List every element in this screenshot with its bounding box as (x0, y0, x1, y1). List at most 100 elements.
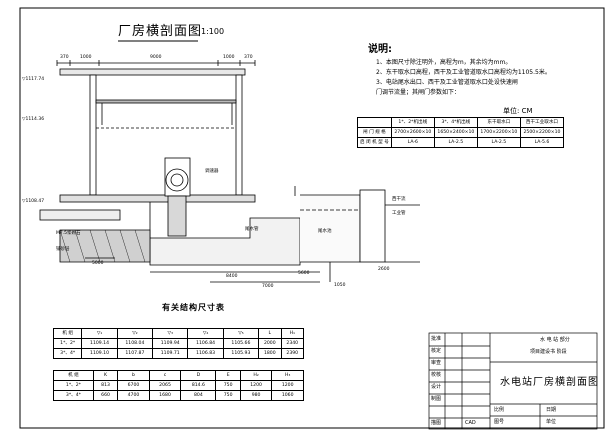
table-cell: 1200 (271, 380, 304, 391)
table-cell: 813 (92, 380, 119, 391)
structure-dimension-table-1: 机 组 ▽₁ ▽₂ ▽₃ ▽₄ ▽₅ L H₁ 1*、2* 1109.14 11… (52, 328, 305, 359)
table-cell: 1106.83 (187, 348, 224, 359)
title-block-grid (428, 332, 598, 430)
table-cell: 东干取水口 (476, 117, 521, 128)
title-block-date: 日期 (546, 407, 557, 413)
table-cell: b (117, 370, 150, 381)
table-cell: 750 (215, 380, 241, 391)
table-cell: 1*、2*机出线 (390, 117, 435, 128)
table-row: 机 组 ▽₁ ▽₂ ▽₃ ▽₄ ▽₅ L H₁ (52, 328, 305, 339)
table-cell: 1109.94 (152, 338, 189, 349)
table-cell: 3*、4* (52, 348, 83, 359)
dimension-label: 7000 (262, 284, 274, 289)
elevation-label: ▽1117.74 (22, 77, 45, 82)
component-label: M7.5浆砌石 (56, 231, 81, 236)
table-cell: ▽₂ (116, 328, 154, 339)
table-cell: LA-2.5 (433, 137, 478, 148)
structure-table-title: 有关结构尺寸表 (162, 303, 225, 312)
table-cell: E (215, 370, 241, 381)
sheet-frame (19, 7, 605, 429)
dimension-label: 5000 (92, 261, 104, 266)
dimension-label: 370 (244, 55, 253, 60)
dimension-label: 2600 (378, 267, 390, 272)
table-cell: ▽₁ (81, 328, 118, 339)
title-block-scale: 比例 (494, 407, 505, 413)
table-cell: 1106.84 (187, 338, 224, 349)
table-cell: c (148, 370, 182, 381)
table-row: 机 组 K b c D E H₂ H₃ (53, 370, 304, 381)
table-cell: 闸 门 规 格 (357, 127, 392, 138)
dimension-label: 1050 (334, 283, 346, 288)
table-cell: 1108.04 (116, 338, 154, 349)
dimension-label: 370 (60, 55, 69, 60)
table-cell: 3*、4*机出线 (433, 117, 478, 128)
table-cell: 660 (92, 390, 119, 401)
table-cell: 750 (215, 390, 241, 401)
title-block-figno: 图号 (494, 419, 505, 425)
table-cell: 机 组 (52, 328, 83, 339)
dimension-label: 5600 (298, 271, 310, 276)
title-block-label: 描图 (431, 420, 442, 426)
table-cell: K (92, 370, 119, 381)
title-block-label: 设计 (431, 384, 442, 390)
table-cell: LA-2.5 (476, 137, 521, 148)
component-label: 尾水管 (245, 227, 259, 232)
table-cell: H₂ (239, 370, 273, 381)
title-block-label: 制图 (431, 396, 442, 402)
table-cell: 启 闭 机 型 号 (357, 137, 392, 148)
component-label: 工业管 (392, 211, 406, 216)
title-block-label: 审查 (431, 360, 442, 366)
table-row: 闸 门 规 格 2700×2600×10 1650×2400×10 1700×2… (357, 127, 565, 138)
note-line: 门调节流量；其闸门参数如下： (376, 89, 461, 96)
title-block-stage: 项目建设书 阶段 (530, 349, 567, 355)
table-cell: 1105.93 (222, 348, 260, 359)
table-cell: D (180, 370, 217, 381)
table-cell: 1200 (239, 380, 273, 391)
table-cell: 1650×2400×10 (433, 127, 478, 138)
table-cell: 1700×2200×10 (476, 127, 521, 138)
table-cell: 814.6 (180, 380, 217, 391)
table-cell: 1*、2* (52, 338, 83, 349)
table-cell: 804 (180, 390, 217, 401)
table-cell: 2700×2600×10 (390, 127, 435, 138)
note-line: 1、本图尺寸除注明外，高程为m，其余均为mm。 (376, 59, 512, 66)
title-block-cad: CAD (465, 420, 476, 426)
unit-label: 单位: CM (503, 107, 533, 115)
table-cell: ▽₃ (152, 328, 189, 339)
table-row: 1*、2* 813 6700 2065 814.6 750 1200 1200 (53, 380, 304, 391)
table-cell: 1109.10 (81, 348, 118, 359)
table-cell (357, 117, 392, 128)
elevation-label: ▽1108.47 (22, 199, 45, 204)
component-label: 西干流 (392, 197, 406, 202)
table-cell: 1680 (148, 390, 182, 401)
table-cell: 1109.14 (81, 338, 118, 349)
table-cell: 2500×2200×10 (519, 127, 565, 138)
table-row: 3*、4* 660 4700 1680 804 750 980 1060 (53, 390, 304, 401)
table-row: 1*、2*机出线 3*、4*机出线 东干取水口 西干工业取水口 (357, 117, 565, 128)
title-block-label: 校核 (431, 372, 442, 378)
table-row: 启 闭 机 型 号 LA-6 LA-2.5 LA-2.5 LA-5.6 (357, 137, 565, 148)
dimension-label: 9000 (150, 55, 162, 60)
table-cell: LA-6 (390, 137, 435, 148)
table-cell: 2340 (280, 338, 305, 349)
dimension-label: 1000 (223, 55, 235, 60)
title-block-label: 核定 (431, 348, 442, 354)
table-cell: 1109.71 (152, 348, 189, 359)
table-cell: 6700 (117, 380, 150, 391)
table-cell: LA-5.6 (519, 137, 565, 148)
component-label: 尾水池 (318, 229, 332, 234)
note-line: 3、电站尾水出口、西干及工业管道取水口处设快速闸 (376, 79, 518, 86)
table-cell: 1060 (271, 390, 304, 401)
table-cell: 2000 (258, 338, 282, 349)
table-cell: 1800 (258, 348, 282, 359)
powerhouse-section (39, 60, 420, 283)
component-label: 铺砂层 (56, 247, 70, 252)
drawing-title: 厂房横剖面图 (118, 24, 203, 39)
dimension-label: 1000 (80, 55, 92, 60)
elevation-label: ▽1114.36 (22, 117, 45, 122)
table-cell: 1107.87 (116, 348, 154, 359)
table-cell: ▽₄ (187, 328, 224, 339)
note-line: 2、东干取水口高程，西干及工业管道取水口高程均为1105.5米。 (376, 69, 551, 76)
table-cell: 西干工业取水口 (519, 117, 565, 128)
